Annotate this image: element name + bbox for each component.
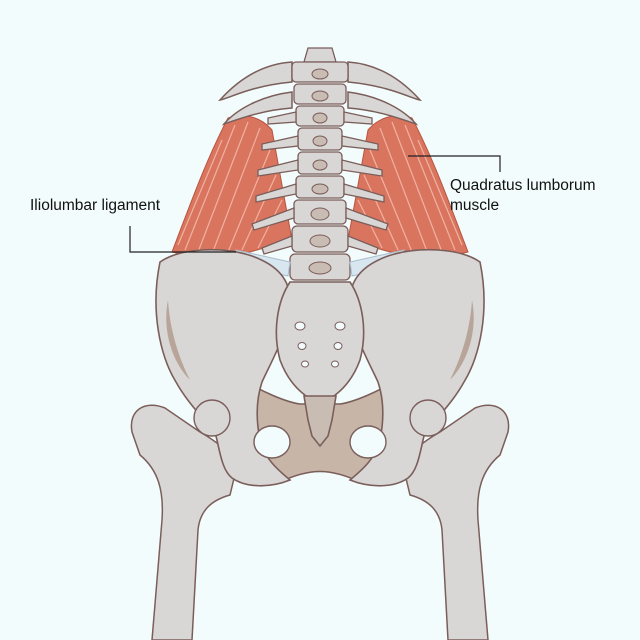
ribs	[217, 61, 423, 126]
spinous-processes	[308, 68, 332, 275]
leader-lines	[129, 155, 501, 253]
left-femur	[130, 404, 237, 640]
quadratus-leader-line	[408, 155, 501, 172]
right-femur	[403, 404, 510, 640]
iliac-shading	[166, 300, 474, 380]
obturator-foramen	[253, 425, 387, 459]
quadratus-lumborum-label-line1: Quadratus lumborum	[450, 177, 596, 194]
iliolumbar-leader-line	[129, 226, 236, 253]
quadratus-lumborum-label: Quadratus lumborum muscle	[450, 176, 596, 216]
quadratus-lumborum-left	[171, 115, 293, 257]
quadratus-lumborum-label-line2: muscle	[450, 197, 500, 214]
iliolumbar-ligament-label: Iliolumbar ligament	[30, 197, 161, 214]
femoral-heads	[193, 399, 447, 437]
vertebral-column	[251, 47, 389, 281]
sacral-foramina	[294, 321, 346, 368]
